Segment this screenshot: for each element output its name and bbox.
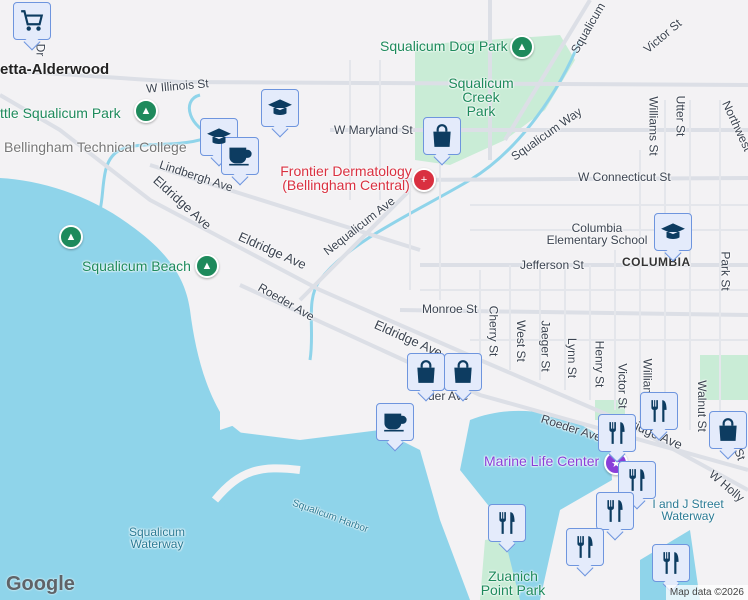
place-label[interactable]: Frontier Dermatology (Bellingham Central… (280, 163, 412, 193)
park-pin-icon[interactable]: ▲ (510, 35, 534, 59)
street-label: Jefferson St (520, 258, 584, 272)
street-label: W Connecticut St (578, 170, 671, 184)
shopping-bag-marker[interactable] (407, 353, 445, 391)
school-marker[interactable] (654, 213, 692, 251)
restaurant-marker[interactable] (566, 528, 604, 566)
street-label: Cherry St (486, 305, 501, 357)
restaurant-icon (663, 552, 679, 574)
coffee-marker[interactable] (221, 137, 259, 175)
school-icon (268, 99, 292, 116)
creek (98, 93, 221, 211)
place-label[interactable]: Marine Life Center (484, 453, 600, 469)
google-logo: Google (6, 573, 75, 595)
park-area (700, 355, 748, 400)
shopping-bag-icon (454, 360, 472, 383)
place-label: Squalicum Beach (82, 258, 191, 274)
harbor-water (220, 430, 470, 600)
coffee-icon (384, 413, 407, 432)
place-label: Columbia Elementary School (546, 221, 648, 247)
place-label: Squalicum Creek Park (448, 75, 514, 119)
street-label: Monroe St (422, 302, 478, 316)
restaurant-icon (629, 469, 645, 491)
water-label: I and J Street Waterway (652, 497, 724, 523)
street-label: W Maryland St (334, 123, 413, 137)
shopping-cart-icon (21, 10, 44, 31)
harbor-jetty (211, 464, 301, 503)
street-label: Lynn St (565, 337, 580, 379)
place-label: Bellingham Technical College (4, 139, 187, 155)
neighborhood-label: COLUMBIA (622, 255, 691, 269)
restaurant-icon (499, 512, 515, 534)
medical-pin-icon[interactable]: + (412, 168, 436, 192)
street-label: Williams St (646, 96, 661, 156)
school-icon (661, 223, 685, 240)
restaurant-icon (607, 500, 623, 522)
park-pin-icon[interactable]: ▲ (195, 254, 219, 278)
shopping-bag-icon (417, 360, 435, 383)
street-label: Park St (718, 251, 733, 291)
street-label: Walnut St (694, 380, 709, 432)
shopping-bag-icon (719, 418, 737, 441)
school-icon (207, 128, 231, 145)
harbor-water (460, 410, 612, 600)
coffee-marker[interactable] (376, 403, 414, 441)
restaurant-marker[interactable] (618, 461, 656, 499)
place-label: ttle Squalicum Park (0, 105, 121, 121)
shopping-bag-marker[interactable] (444, 353, 482, 391)
creek (308, 39, 582, 361)
street-label: Utter St (673, 95, 688, 137)
bay-water (0, 178, 250, 600)
restaurant-marker[interactable] (488, 504, 526, 542)
place-label: Zuanich Point Park (480, 568, 546, 598)
restaurant-marker[interactable] (652, 544, 690, 582)
restaurant-marker[interactable] (596, 492, 634, 530)
park-pin-icon[interactable]: ▲ (59, 225, 83, 249)
road-network (0, 0, 748, 492)
restaurant-icon (577, 536, 593, 558)
harbor-land (220, 320, 330, 430)
place-label: Squalicum Dog Park (380, 38, 508, 54)
school-marker[interactable] (261, 89, 299, 127)
shopping-bag-marker[interactable] (709, 411, 747, 449)
shopping-bag-marker[interactable] (423, 117, 461, 155)
restaurant-marker[interactable] (640, 392, 678, 430)
street-label: Henry St (592, 340, 607, 388)
neighborhood-label: etta-Alderwood (0, 61, 110, 78)
water-label: Squalicum Waterway (128, 525, 186, 551)
park-pin-icon[interactable]: ▲ (134, 99, 158, 123)
shopping-cart-marker[interactable] (13, 2, 51, 40)
street-label: Jaeger St (538, 320, 553, 372)
street-label: West St (513, 320, 528, 362)
street-label: Victor St (615, 363, 630, 409)
restaurant-marker[interactable] (598, 414, 636, 452)
restaurant-icon (609, 422, 625, 444)
restaurant-icon (651, 400, 667, 422)
map-attribution[interactable]: Map data ©2026 (665, 585, 748, 600)
minor-roads (349, 60, 748, 440)
coffee-icon (229, 147, 252, 166)
shopping-bag-icon (433, 124, 451, 147)
